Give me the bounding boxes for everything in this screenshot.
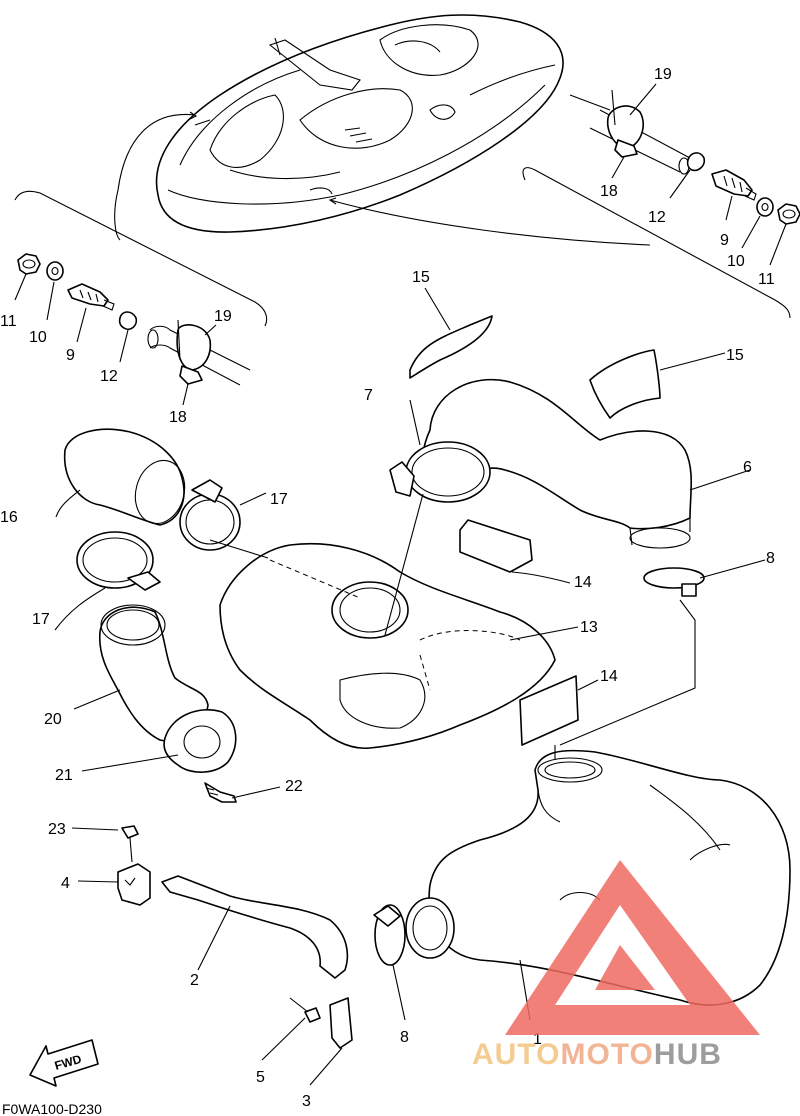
pad-15-upper [409,315,493,379]
callout-10-right: 10 [727,253,745,270]
band-19-right [606,105,644,149]
hose-clamp-17-upper [179,479,241,551]
svg-text:AUTOMOTOHUB: AUTOMOTOHUB [472,1038,722,1071]
callout-labels: 19 18 12 9 10 11 15 15 11 10 9 12 19 18 … [0,66,775,1110]
callout-21: 21 [55,767,73,784]
callout-11-left: 11 [0,313,17,330]
callout-3: 3 [302,1093,311,1110]
callout-19-right: 19 [654,66,672,83]
callout-9-right: 9 [720,232,729,249]
watercraft-illustration [114,14,651,246]
callout-23: 23 [48,821,66,838]
callout-8-upper: 8 [766,550,775,567]
clamp-18-left [179,365,203,385]
fwd-arrow-icon: FWD [29,1039,99,1087]
clamp-18-right [614,139,638,158]
grommet-9-left [67,283,109,307]
callout-11-right: 11 [758,271,775,288]
callout-7: 7 [364,387,373,404]
callout-14-upper: 14 [574,574,592,591]
hose-clamp-7 [389,441,491,503]
callout-17-upper: 17 [270,491,288,508]
right-bracket-line-2 [569,94,611,111]
washer-10-right [756,197,774,217]
right-fastener-group [589,89,800,225]
callout-12-left: 12 [100,368,118,385]
hose-clamp-8-upper [643,567,705,597]
band-19-left [176,324,212,371]
pad-14-upper [459,519,533,573]
flange-nut-11-right [777,203,800,225]
grommet-9-right [711,169,753,197]
bracket-3 [329,997,353,1049]
left-fastener-group [17,253,251,386]
water-lock-13 [219,542,556,750]
callout-1: 1 [533,1031,542,1048]
callout-4: 4 [61,875,70,892]
bolt-22 [204,782,237,803]
watermark-auto: AUTO [472,1038,560,1071]
watermark-hub: HUB [654,1038,722,1071]
pad-15-right [589,349,661,419]
watermark: AUTOMOTOHUB [472,860,760,1071]
callout-18-left: 18 [169,409,187,426]
strap-2 [161,875,349,979]
callout-17-lower: 17 [32,611,50,628]
pad-14-lower [519,675,579,746]
gasket-21 [163,709,237,773]
rivet-5 [304,1007,321,1023]
callout-15-upper: 15 [412,269,430,286]
left-bracket-line [14,190,268,327]
callout-12-right: 12 [648,209,666,226]
callout-2: 2 [190,972,199,989]
callout-20: 20 [44,711,62,728]
callout-10-left: 10 [29,329,47,346]
hose-clip-12-right [686,152,706,172]
callout-19-left: 19 [214,308,232,325]
callout-8-lower: 8 [400,1029,409,1046]
callout-18-right: 18 [600,183,618,200]
hose-16 [63,428,185,526]
watermark-moto: MOTO [560,1038,653,1071]
bracket-4 [117,863,151,906]
screw-23 [121,825,139,839]
callout-16: 16 [0,509,18,526]
hose-clamp-17-lower [76,531,161,591]
callout-5: 5 [256,1069,265,1086]
elbow-pipe-20 [98,606,209,742]
right-bracket-line [522,167,791,319]
washer-10-left [46,261,64,281]
diagram-code: F0WA100-D230 [2,1101,102,1116]
callout-13: 13 [580,619,598,636]
flange-nut-11-left [17,253,41,275]
watermark-logo-icon [505,860,760,1035]
callout-9-left: 9 [66,347,75,364]
callout-14-lower: 14 [600,668,618,685]
callout-15-right: 15 [726,347,744,364]
callout-6: 6 [743,459,752,476]
callout-22: 22 [285,778,303,795]
hose-clip-12-left [118,311,138,331]
